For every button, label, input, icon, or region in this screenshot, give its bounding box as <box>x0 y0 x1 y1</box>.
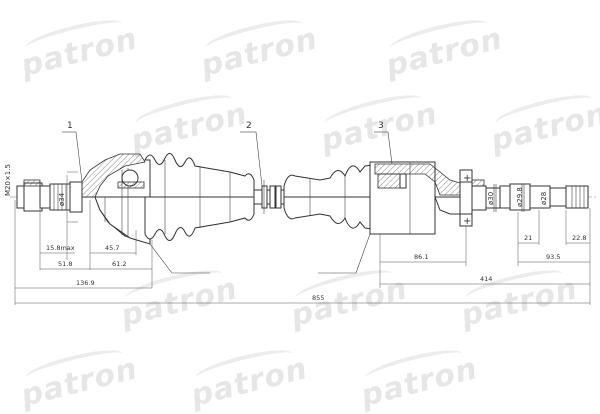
outer-cv-joint <box>81 153 151 245</box>
dimension-15-8max: 15.8max <box>40 244 75 254</box>
inner-boot <box>283 163 381 231</box>
svg-text:855: 855 <box>312 294 324 302</box>
extension-lines-left <box>14 171 153 305</box>
diameter-label-30: ø30 <box>487 192 495 205</box>
svg-text:21: 21 <box>524 234 532 242</box>
thread-label: M20×1.5 <box>4 164 12 196</box>
dimension-136-9: 136.9 <box>15 279 152 289</box>
dimension-93-5: 93.5 <box>518 253 590 263</box>
diameter-label-28: ø28 <box>540 192 548 205</box>
svg-text:22.8: 22.8 <box>572 234 586 242</box>
svg-text:136.9: 136.9 <box>76 279 95 287</box>
svg-text:2: 2 <box>246 121 252 131</box>
dimension-61-2: 61.2 <box>90 260 152 270</box>
callout-1: 1 <box>62 121 83 183</box>
diameter-label-left: ø34 <box>58 192 66 206</box>
svg-text:15.8max: 15.8max <box>46 244 75 252</box>
diameter-label-29-8: ø29.8 <box>516 187 524 207</box>
svg-text:414: 414 <box>480 275 492 283</box>
svg-text:51.8: 51.8 <box>58 260 72 268</box>
svg-text:45.7: 45.7 <box>105 244 119 252</box>
intermediate-shaft <box>253 180 285 214</box>
svg-text:86.1: 86.1 <box>414 253 428 261</box>
dimension-21: 21 <box>518 234 539 244</box>
inner-cv-joint <box>369 161 461 235</box>
dimension-45-7: 45.7 <box>90 244 136 254</box>
left-threaded-stub <box>16 179 83 213</box>
drive-shaft-drawing: + + 1 2 3 M20×1.5 ø34 <box>4 121 598 305</box>
outer-boot <box>144 153 255 241</box>
leader-line <box>149 243 173 274</box>
callout-2: 2 <box>240 121 263 187</box>
plus-mark-top: + <box>463 173 471 184</box>
dimension-22-8: 22.8 <box>566 234 590 244</box>
right-flange: + + <box>459 169 589 227</box>
svg-text:93.5: 93.5 <box>546 253 560 261</box>
leader-line <box>355 233 371 274</box>
dimension-51-8: 51.8 <box>40 260 90 270</box>
svg-text:3: 3 <box>378 121 384 131</box>
plus-mark-bottom: + <box>463 216 471 227</box>
dimension-414: 414 <box>380 275 590 285</box>
dimension-86-1: 86.1 <box>380 253 466 263</box>
callout-3: 3 <box>374 121 393 165</box>
svg-text:61.2: 61.2 <box>112 260 126 268</box>
svg-text:1: 1 <box>67 121 73 131</box>
extension-lines-right <box>379 208 591 305</box>
dimension-855: 855 <box>15 294 590 304</box>
